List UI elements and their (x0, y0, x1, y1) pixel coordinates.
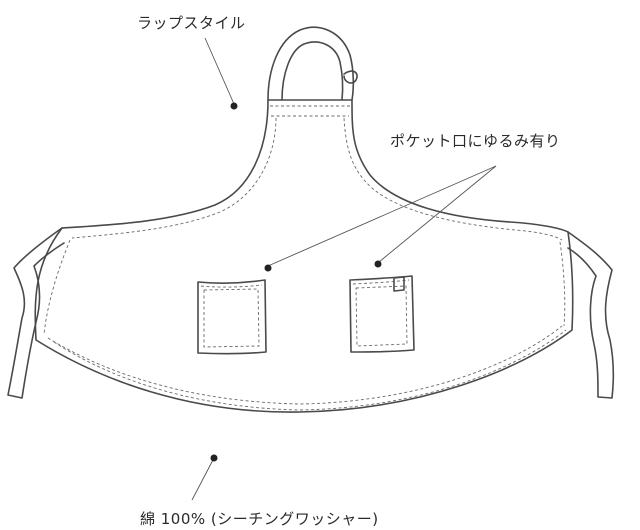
leader-pocket (264, 165, 497, 272)
right-pocket (349, 275, 415, 353)
leader-wrap-dot (230, 102, 238, 110)
leader-pocket-right-dot (374, 260, 382, 268)
left-pocket (197, 279, 267, 355)
leader-pocket-left-dot (264, 264, 272, 272)
right-tie (567, 231, 615, 399)
leader-material-dot (210, 454, 218, 462)
annotation-pocket-opening: ポケット口にゆるみ有り (390, 132, 561, 150)
leader-material (191, 454, 218, 501)
annotation-material: 綿 100% (シーチングワッシャー) (140, 510, 379, 528)
apron-body (34, 99, 574, 413)
annotation-wrap-style: ラップスタイル (137, 14, 246, 32)
neck-strap (267, 26, 358, 101)
leader-wrap (204, 37, 238, 110)
left-tie (7, 227, 65, 399)
